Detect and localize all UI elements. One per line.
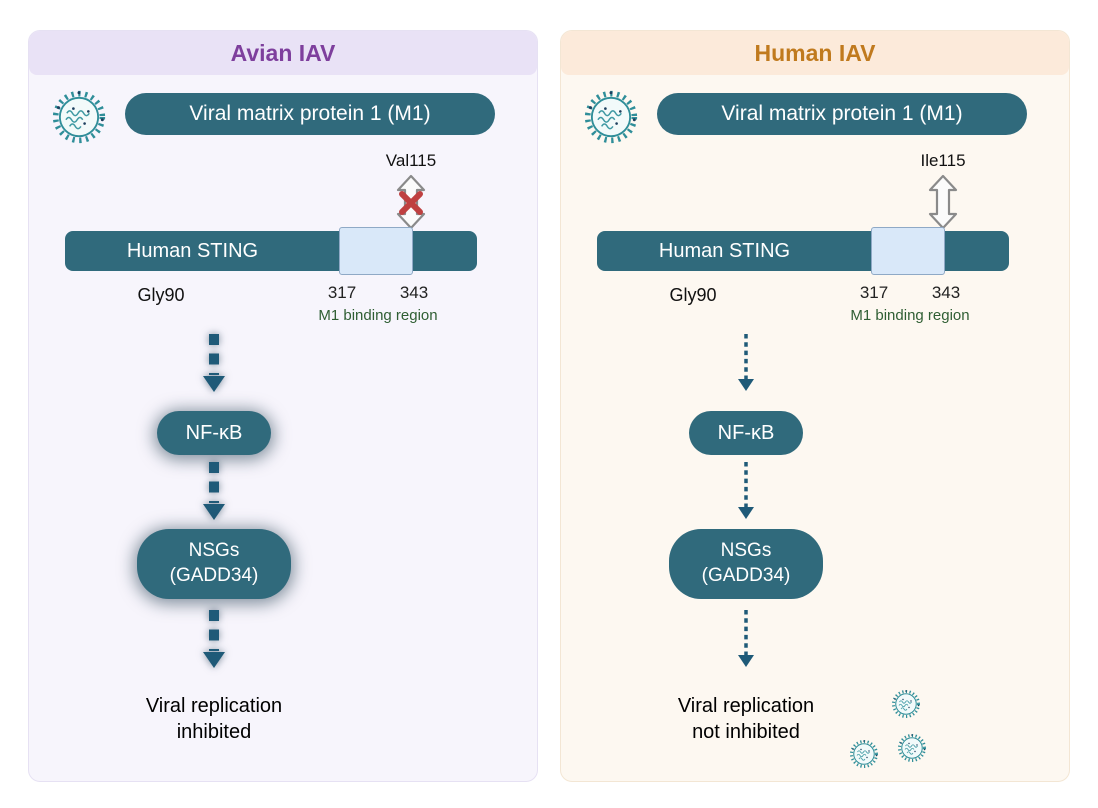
human-panel-title: Human IAV [754, 39, 876, 66]
avian-panel: Avian IAV Viral matrix protein 1 (M1) Va… [28, 30, 538, 782]
binding-region-caption: M1 binding region [850, 307, 970, 324]
nsgs-label-line2: (GADD34) [701, 565, 791, 586]
nsgs-label-line2: (GADD34) [169, 565, 259, 586]
virus-particle-icon [898, 733, 927, 762]
human-panel-header: Human IAV [561, 31, 1069, 75]
signal-arrow-icon [203, 610, 225, 668]
region-end-label: 343 [399, 283, 429, 302]
virus-particle-icon [850, 739, 879, 768]
outcome-text: Viral replication inhibited [94, 693, 334, 745]
virus-icon [51, 89, 107, 145]
m1-protein-label: Viral matrix protein 1 (M1) [721, 102, 963, 125]
m1-protein-pill: Viral matrix protein 1 (M1) [125, 93, 495, 135]
nfkb-label: NF-κB [717, 421, 775, 444]
nsgs-label-line1: NSGs [720, 540, 772, 562]
m1-protein-label: Viral matrix protein 1 (M1) [189, 102, 431, 125]
m1-binding-region-box [871, 227, 945, 275]
avian-panel-header: Avian IAV [29, 31, 537, 75]
blocked-x-icon [399, 191, 423, 215]
signal-arrow-icon [738, 334, 754, 391]
interaction-arrow-icon [396, 174, 426, 230]
nsgs-node: NSGs (GADD34) [137, 529, 291, 599]
sting-gly90-label: Gly90 [669, 285, 717, 305]
nfkb-label: NF-κB [185, 421, 243, 444]
avian-panel-title: Avian IAV [230, 39, 336, 66]
sting-label: Human STING [126, 239, 259, 262]
region-end-label: 343 [931, 283, 961, 302]
sting-gly90-label: Gly90 [137, 285, 185, 305]
sting-label: Human STING [658, 239, 791, 262]
human-panel: Human IAV Viral matrix protein 1 (M1) Il… [560, 30, 1070, 782]
outcome-line2: not inhibited [692, 721, 800, 743]
signal-arrow-icon [203, 462, 225, 520]
m1-binding-region-box [339, 227, 413, 275]
nfkb-node: NF-κB [689, 411, 803, 455]
nfkb-node: NF-κB [157, 411, 271, 455]
region-start-label: 317 [327, 283, 357, 302]
outcome-line2: inhibited [176, 721, 252, 743]
outcome-text: Viral replication not inhibited [626, 693, 866, 745]
binding-region-caption: M1 binding region [318, 307, 438, 324]
outcome-line1: Viral replication [677, 695, 815, 717]
m1-residue-label: Ile115 [920, 151, 966, 170]
m1-residue-label: Val115 [385, 151, 437, 170]
signal-arrow-icon [738, 610, 754, 667]
nsgs-label-line1: NSGs [188, 540, 240, 562]
interaction-arrow-icon [928, 174, 958, 230]
signal-arrow-icon [203, 334, 225, 392]
signal-arrow-icon [738, 462, 754, 519]
virus-particle-icon [892, 689, 921, 718]
m1-protein-pill: Viral matrix protein 1 (M1) [657, 93, 1027, 135]
virus-icon [583, 89, 639, 145]
region-start-label: 317 [859, 283, 889, 302]
outcome-line1: Viral replication [145, 695, 283, 717]
nsgs-node: NSGs (GADD34) [669, 529, 823, 599]
